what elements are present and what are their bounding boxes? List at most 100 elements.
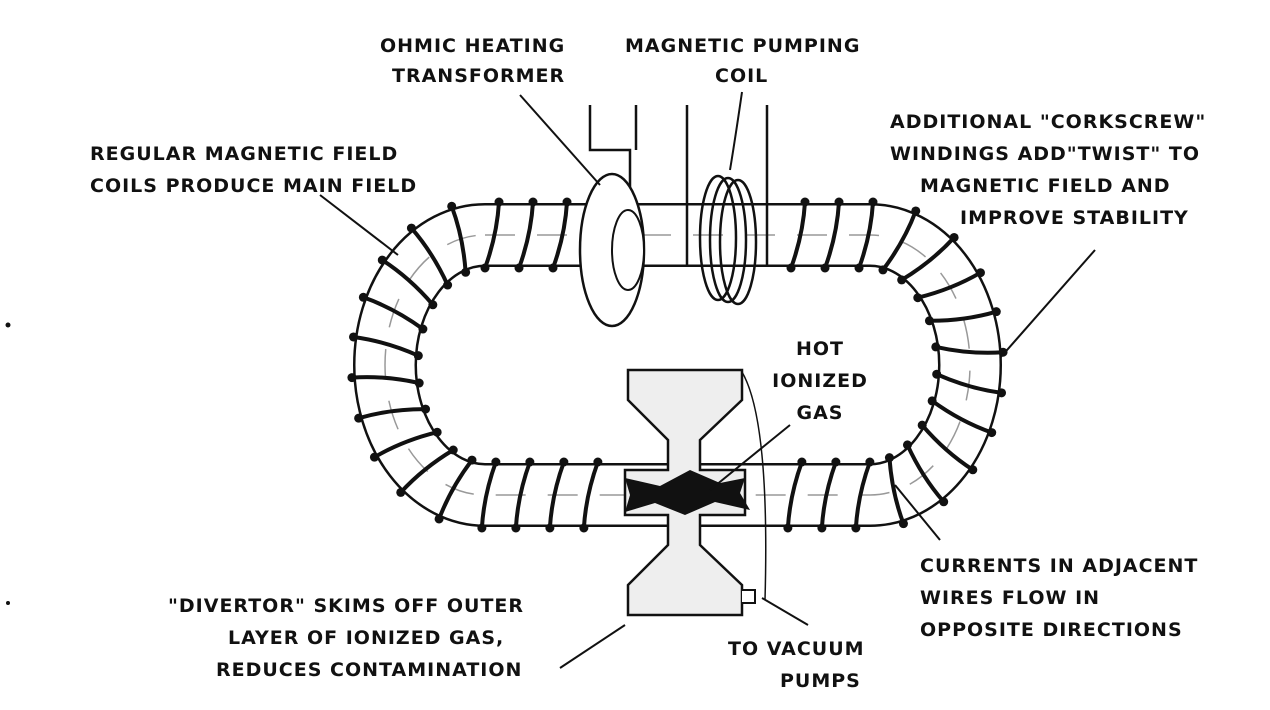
coil-winding bbox=[920, 423, 974, 472]
coil-end-dot bbox=[467, 455, 477, 465]
coil-end-dot bbox=[797, 457, 807, 467]
leader-lines bbox=[319, 91, 1096, 669]
coil-winding bbox=[819, 461, 838, 529]
coil-end-dot bbox=[898, 519, 908, 529]
coil-end-dot bbox=[897, 275, 907, 285]
coil-winding bbox=[853, 461, 872, 529]
coil-end-dot bbox=[939, 497, 949, 507]
coil-end-dot bbox=[831, 457, 841, 467]
coil-winding bbox=[857, 201, 875, 269]
coil-end-dot bbox=[358, 292, 368, 302]
coil-winding bbox=[351, 375, 420, 385]
coil-end-dot bbox=[817, 523, 827, 533]
ohmic-heating-transformer bbox=[578, 172, 646, 328]
coil-end-dot bbox=[421, 404, 431, 414]
coil-end-dot bbox=[949, 232, 959, 242]
coil-end-dot bbox=[968, 465, 978, 475]
coil-end-dot bbox=[786, 263, 796, 273]
coil-end-dot bbox=[396, 487, 406, 497]
coil-end-dot bbox=[494, 197, 504, 207]
coil-winding bbox=[935, 344, 1004, 355]
coil-winding bbox=[353, 335, 420, 358]
coil-end-dot bbox=[447, 201, 457, 211]
coil-winding bbox=[358, 407, 426, 421]
coil-end-dot bbox=[559, 457, 569, 467]
coil-end-dot bbox=[924, 316, 934, 326]
coil-end-dot bbox=[448, 445, 458, 455]
coil-end-dot bbox=[783, 523, 793, 533]
coil-end-dot bbox=[868, 197, 878, 207]
corkscrew-label: ADDITIONAL "CORKSCREW"WINDINGS ADD"TWIST… bbox=[890, 111, 1206, 229]
coil-end-dot bbox=[579, 523, 589, 533]
coil-winding bbox=[581, 461, 600, 529]
margin-dot bbox=[6, 601, 10, 605]
coil-winding bbox=[517, 201, 535, 269]
coil-end-dot bbox=[851, 523, 861, 533]
coil-winding bbox=[935, 372, 1002, 395]
coil-winding bbox=[381, 258, 435, 307]
coil-winding bbox=[547, 461, 566, 529]
coil-end-dot bbox=[545, 523, 555, 533]
coil-end-dot bbox=[593, 457, 603, 467]
coil-winding bbox=[479, 461, 498, 529]
margin-dot bbox=[5, 322, 11, 328]
coil-end-dot bbox=[820, 263, 830, 273]
coil-winding bbox=[905, 444, 946, 504]
coil-end-dot bbox=[548, 263, 558, 273]
coil-end-dot bbox=[991, 307, 1001, 317]
coil-end-dot bbox=[413, 351, 423, 361]
coil-end-dot bbox=[997, 388, 1007, 398]
coil-end-dot bbox=[911, 206, 921, 216]
coil-winding bbox=[483, 201, 501, 269]
coil-end-dot bbox=[461, 267, 471, 277]
coil-end-dot bbox=[406, 223, 416, 233]
coil-end-dot bbox=[878, 265, 888, 275]
coil-end-dot bbox=[428, 300, 438, 310]
coil-winding bbox=[551, 201, 569, 269]
coil-end-dot bbox=[377, 255, 387, 265]
racetrack-tube bbox=[353, 203, 1002, 527]
hot-ionized-gas bbox=[625, 470, 750, 515]
field-coils bbox=[347, 197, 1008, 533]
coil-end-dot bbox=[348, 332, 358, 342]
coil-end-dot bbox=[884, 453, 894, 463]
coil-end-dot bbox=[434, 514, 444, 524]
coil-end-dot bbox=[913, 293, 923, 303]
coil-winding bbox=[823, 201, 841, 269]
coil-end-dot bbox=[932, 369, 942, 379]
coil-winding bbox=[900, 236, 956, 282]
coil-winding bbox=[409, 226, 450, 286]
coil-end-dot bbox=[854, 263, 864, 273]
coil-end-dot bbox=[562, 197, 572, 207]
coil-winding bbox=[449, 205, 468, 273]
coil-winding bbox=[373, 430, 438, 459]
coil-end-dot bbox=[927, 396, 937, 406]
coil-winding bbox=[887, 457, 906, 525]
coil-end-dot bbox=[480, 263, 490, 273]
coil-end-dot bbox=[865, 457, 875, 467]
coil-winding bbox=[881, 210, 918, 272]
magnetic-pumping-coil bbox=[698, 174, 758, 306]
coil-end-dot bbox=[931, 342, 941, 352]
coil-winding bbox=[789, 201, 807, 269]
coil-end-dot bbox=[418, 324, 428, 334]
coil-end-dot bbox=[525, 457, 535, 467]
coil-end-dot bbox=[514, 263, 524, 273]
coil-winding bbox=[513, 461, 532, 529]
coil-end-dot bbox=[975, 268, 985, 278]
coil-end-dot bbox=[800, 197, 810, 207]
coil-end-dot bbox=[528, 197, 538, 207]
coil-end-dot bbox=[834, 197, 844, 207]
coil-end-dot bbox=[347, 373, 357, 383]
transformer-leads bbox=[588, 105, 769, 265]
coil-winding bbox=[362, 295, 425, 331]
coil-end-dot bbox=[491, 457, 501, 467]
coil-end-dot bbox=[987, 428, 997, 438]
